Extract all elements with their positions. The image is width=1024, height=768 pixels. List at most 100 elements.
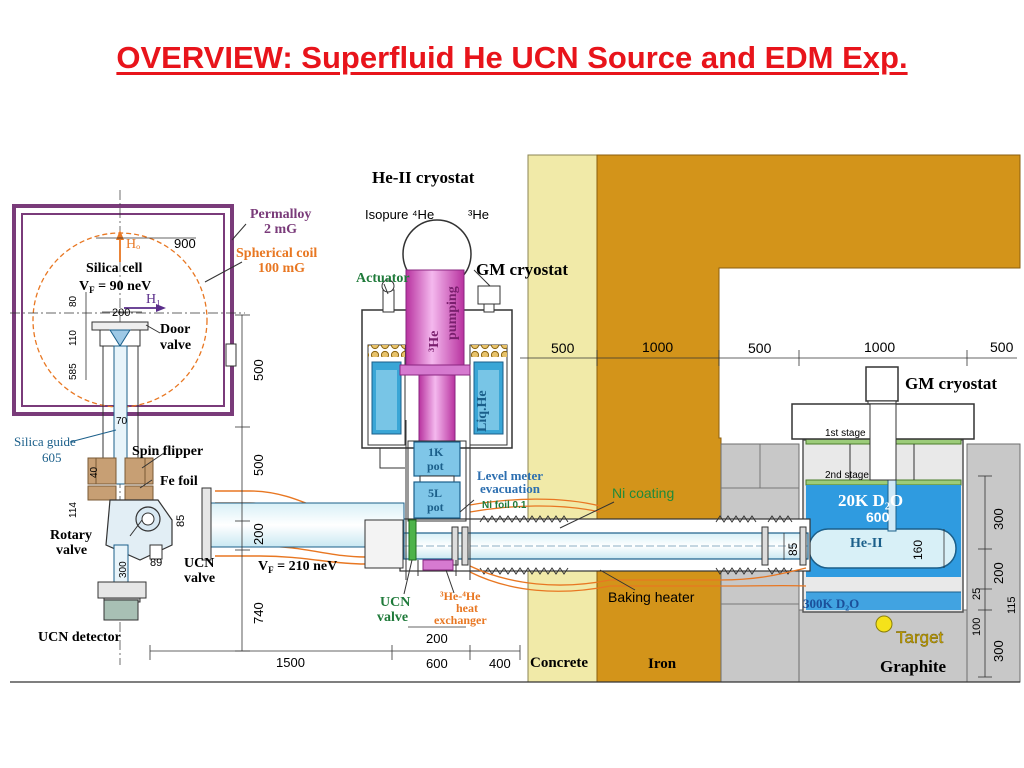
d200-r-label: 200: [991, 562, 1006, 584]
ucn-valve-left-label-2: valve: [184, 571, 215, 586]
ni-coating-label: Ni coating: [612, 485, 674, 501]
spherical-coil-label: Spherical coil: [236, 246, 317, 261]
silica-guide: [113, 345, 128, 485]
d115-label: 115: [1006, 596, 1018, 614]
vf-cell-label: VF = 90 neV: [79, 279, 151, 295]
target-label: Target: [896, 628, 944, 647]
d89-label: 89: [150, 557, 162, 569]
baking-heater-bottom: [479, 567, 569, 575]
one-k-pot-label-b: pot: [427, 459, 444, 473]
target-marker: [875, 615, 893, 633]
d500-h2-label: 500: [748, 340, 772, 356]
liq-he-label: Liq.He: [475, 390, 490, 432]
d160-label: 160: [911, 540, 925, 560]
d200-h-label: 200: [426, 631, 448, 646]
d300-r1-label: 300: [991, 508, 1006, 530]
d400-label: 400: [489, 656, 511, 671]
d110-label: 110: [68, 330, 79, 346]
d25-label: 25: [971, 588, 983, 600]
heat-exchanger-label-c: exchanger: [434, 613, 487, 627]
baking-heater-label: Baking heater: [608, 589, 695, 605]
h1-label: H₁: [146, 292, 161, 307]
silica-cell-label: Silica cell: [86, 261, 142, 276]
d85-guide-label: 85: [786, 542, 800, 556]
permalloy-field-label: 2 mG: [264, 222, 297, 237]
coil-band-left: [368, 345, 405, 357]
d300-left-label: 300: [118, 561, 129, 578]
second-stage-label: 2nd stage: [825, 470, 869, 481]
he3-pumping-label-b: pumping: [445, 286, 460, 340]
fe-foil-label: Fe foil: [160, 474, 198, 489]
d200-v-label: 200: [251, 523, 266, 545]
d500-h1-label: 500: [551, 340, 575, 356]
d2o-300k-layer: [806, 592, 961, 610]
he3-pumping-pipe: [405, 269, 465, 373]
one-k-pot: [413, 441, 461, 477]
concrete-block: [527, 154, 598, 683]
d85-left-label: 85: [175, 515, 187, 527]
graphite-block-right: [966, 443, 1021, 683]
d2o-600-label: 600: [866, 509, 890, 525]
ucn-detector-label: UCN detector: [38, 630, 121, 645]
level-meter-label: Level meter: [477, 468, 543, 483]
gm-cryostat-right-head: [865, 366, 899, 402]
d200-cell-label: 200: [112, 307, 130, 319]
gm-cryostat-right-label: GM cryostat: [905, 374, 997, 393]
door-valve-label: Door: [160, 322, 190, 337]
he-ii-label: He-II: [850, 536, 883, 551]
d80-label: 80: [68, 295, 79, 307]
spin-flipper: [87, 457, 117, 485]
d740-label: 740: [251, 602, 266, 624]
rotary-valve-label: Rotary: [50, 528, 92, 543]
d300-r2-label: 300: [991, 640, 1006, 662]
ucn-valve-center: [408, 519, 417, 561]
evacuation-label: evacuation: [480, 481, 541, 496]
silica-cell: [91, 321, 149, 331]
ucn-valve-left-label: UCN: [184, 556, 214, 571]
silica-guide-length-label: 605: [42, 450, 62, 465]
first-stage-label: 1st stage: [825, 428, 866, 439]
vf-guide-label: VF = 210 neV: [258, 559, 337, 575]
five-l-pot-label-b: pot: [427, 500, 444, 514]
coil-band-right: [470, 345, 507, 357]
d500-v2-label: 500: [251, 454, 266, 476]
d40-label: 40: [89, 466, 100, 478]
concrete-label: Concrete: [530, 655, 588, 671]
one-k-pot-label-a: 1K: [428, 445, 444, 459]
d114-label: 114: [68, 502, 79, 518]
he-ii-cryostat-label: He-II cryostat: [372, 168, 475, 187]
isopure-he4-label: Isopure ⁴He: [365, 207, 434, 222]
rotary-valve-label-2: valve: [56, 543, 87, 558]
d100-label: 100: [971, 618, 983, 636]
ucn-detector-body: [103, 599, 139, 621]
permalloy-label: Permalloy: [250, 207, 311, 222]
d900-label: 900: [174, 236, 196, 251]
d2o-300k-label: 300K D₂O: [803, 596, 859, 611]
d1000-h1-label: 1000: [642, 339, 673, 355]
spin-flipper-label: Spin flipper: [132, 444, 203, 459]
he3-pumping-label-a: ³He: [427, 331, 442, 352]
ucn-valve-mid-label: UCN: [380, 595, 410, 610]
ni-foil-label: Ni foil 0.1: [482, 500, 527, 511]
door-valve[interactable]: [225, 343, 237, 367]
actuator-label: Actuator: [356, 271, 410, 286]
ho-label: Hₒ: [126, 237, 140, 252]
d585-label: 585: [68, 363, 79, 380]
heat-exchanger-label-b: heat: [456, 601, 478, 615]
d1000-h2-label: 1000: [864, 339, 895, 355]
spherical-coil-field-label: 100 mG: [258, 261, 305, 276]
heat-exchanger: [422, 559, 454, 571]
door-valve-label-2: valve: [160, 338, 191, 353]
actuator-body: [382, 289, 395, 313]
d70-label: 70: [116, 416, 128, 427]
d600-label: 600: [426, 656, 448, 671]
d1500-label: 1500: [276, 655, 305, 670]
gm-cryostat-top-head: [477, 285, 501, 305]
d500-h3-label: 500: [990, 339, 1014, 355]
five-l-pot-label-a: 5L: [428, 486, 442, 500]
silica-guide-label: Silica guide: [14, 434, 76, 449]
he3-legend-label: ³He: [468, 207, 489, 222]
five-l-pot: [413, 481, 461, 519]
gm-cryostat-top-label: GM cryostat: [476, 260, 568, 279]
